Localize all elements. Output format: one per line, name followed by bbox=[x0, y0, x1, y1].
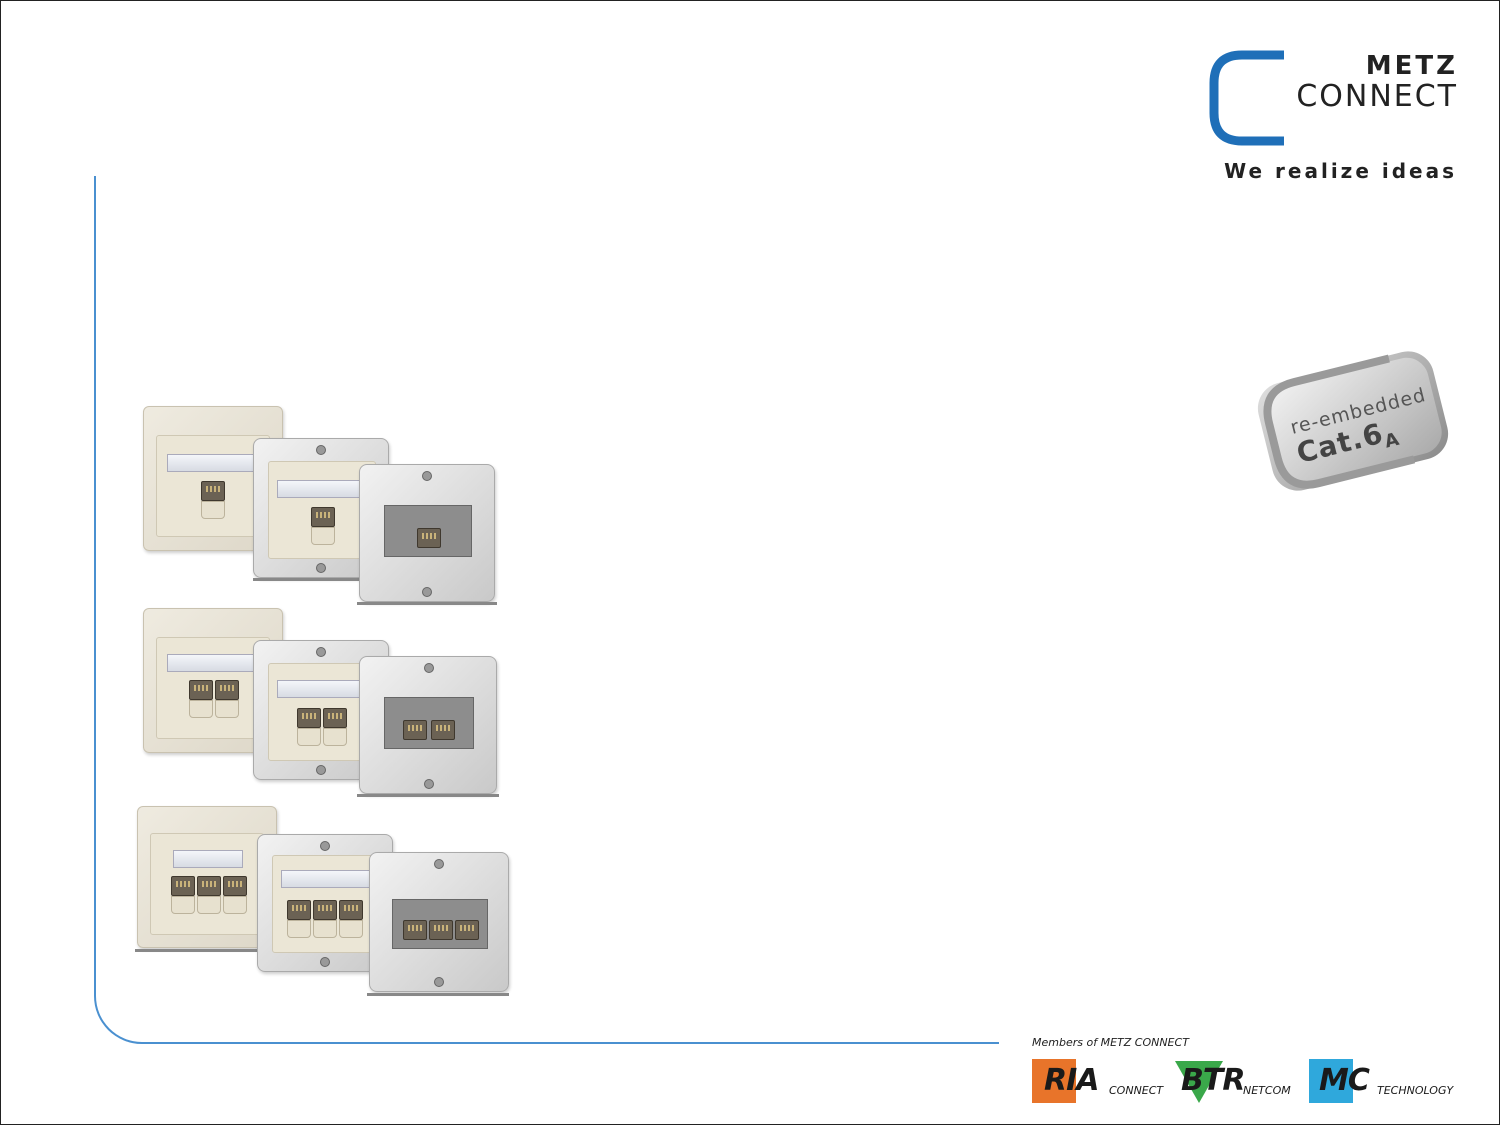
member-btr: BTR NETCOM bbox=[1173, 1059, 1303, 1103]
flush-mount-frame bbox=[257, 834, 393, 972]
mc-logo-block bbox=[1309, 1059, 1353, 1103]
rj45-port bbox=[417, 528, 441, 548]
rj45-port bbox=[323, 708, 347, 728]
support-ring-module bbox=[359, 656, 497, 794]
support-ring-module bbox=[359, 464, 495, 602]
rj45-port bbox=[313, 900, 337, 920]
rj45-port bbox=[197, 876, 221, 896]
rj45-port bbox=[201, 481, 225, 501]
brand-line2: CONNECT bbox=[1296, 79, 1458, 114]
support-ring-module bbox=[369, 852, 509, 992]
rj45-port bbox=[403, 920, 427, 940]
surface-mount-frame bbox=[137, 806, 277, 948]
rj45-port bbox=[403, 720, 427, 740]
rj45-port bbox=[189, 680, 213, 700]
surface-mount-frame bbox=[143, 406, 283, 551]
rj45-port bbox=[311, 507, 335, 527]
rj45-port bbox=[431, 720, 455, 740]
brand-tagline: We realize ideas bbox=[1224, 159, 1457, 183]
brand-logo: METZ CONNECT bbox=[1206, 49, 1466, 149]
member-mc: MC TECHNOLOGY bbox=[1309, 1059, 1459, 1103]
rj45-port bbox=[429, 920, 453, 940]
btr-triangle-icon bbox=[1175, 1061, 1223, 1103]
rj45-port bbox=[455, 920, 479, 940]
cat6a-badge: re-embedded Cat.6A bbox=[1257, 351, 1449, 491]
rj45-port bbox=[339, 900, 363, 920]
rj45-port bbox=[223, 876, 247, 896]
rj45-port bbox=[171, 876, 195, 896]
rj45-port bbox=[287, 900, 311, 920]
content-frame-line bbox=[94, 176, 999, 1044]
members-title: Members of METZ CONNECT bbox=[1032, 1036, 1189, 1049]
brand-line1: METZ bbox=[1365, 51, 1458, 81]
rj45-port bbox=[215, 680, 239, 700]
logo-c-icon bbox=[1209, 50, 1284, 146]
ria-logo-block bbox=[1032, 1059, 1076, 1103]
rj45-port bbox=[297, 708, 321, 728]
surface-mount-frame bbox=[143, 608, 283, 753]
badge-line2-sub: A bbox=[1383, 429, 1403, 453]
member-ria: RIA CONNECT bbox=[1032, 1059, 1172, 1103]
